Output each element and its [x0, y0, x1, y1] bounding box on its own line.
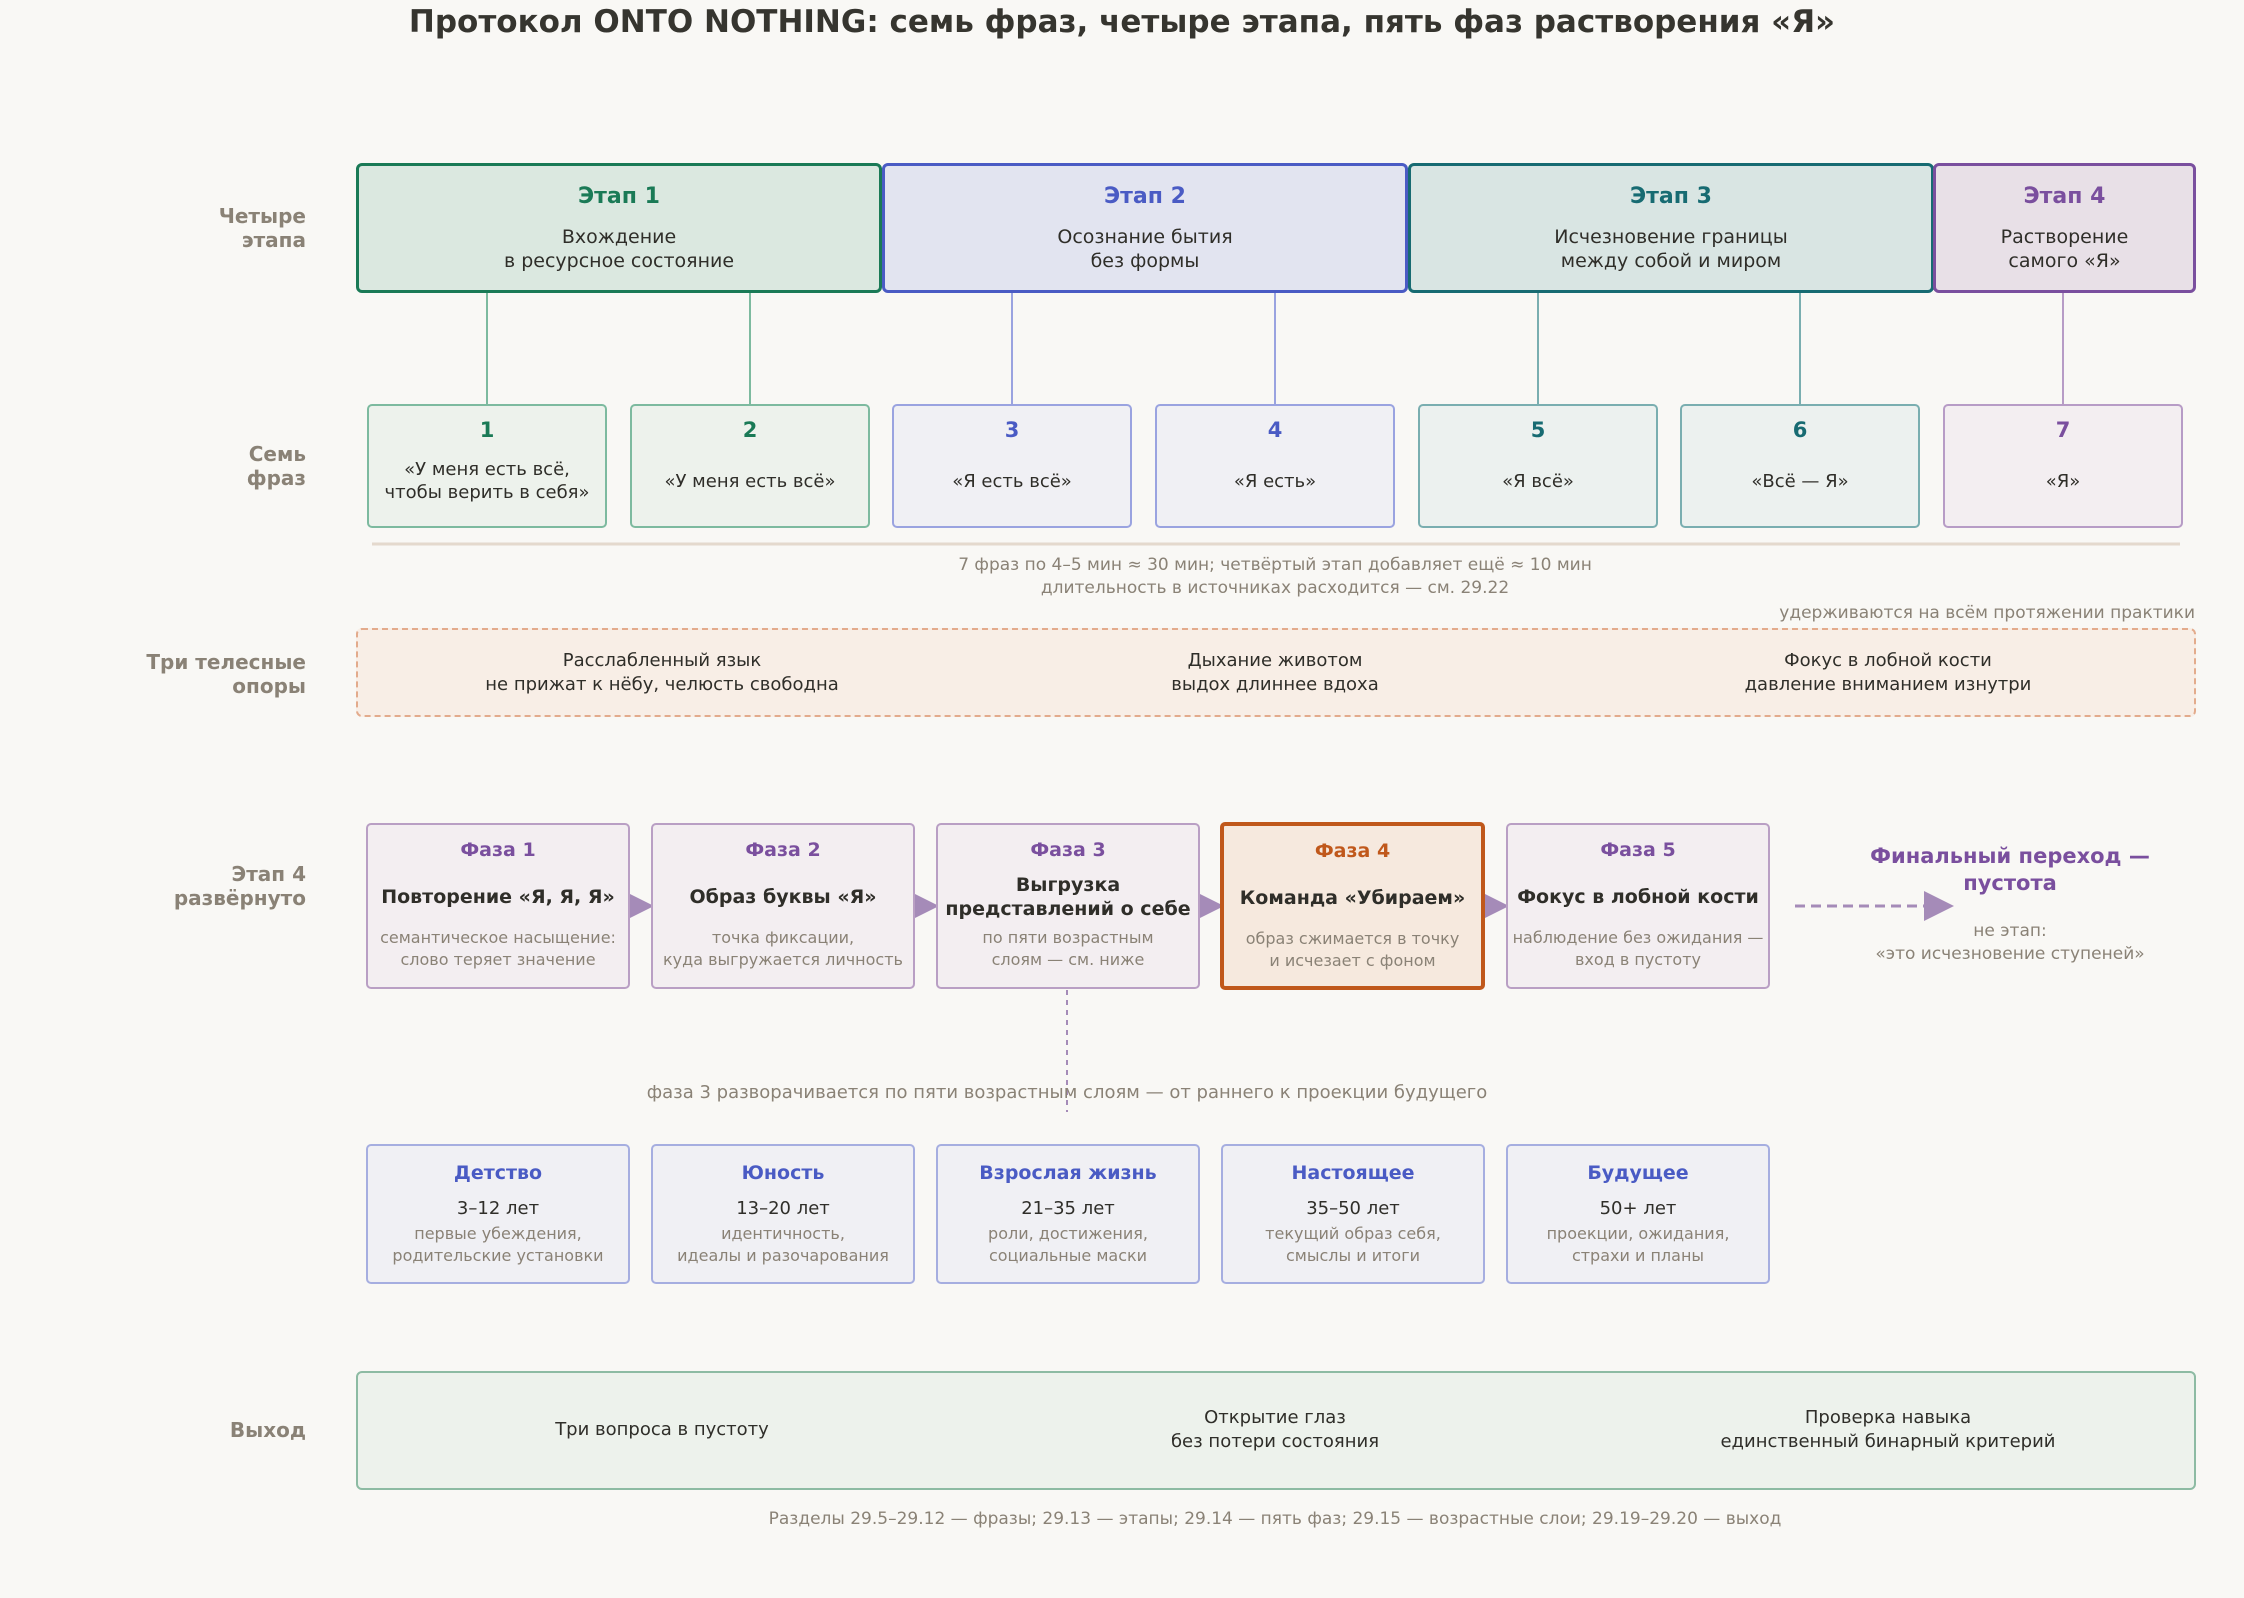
layer-desc: идентичность, идеалы и разочарования	[677, 1224, 889, 1265]
phase-name: Выгрузка представлений о себе	[945, 874, 1191, 920]
stage-desc: Вхождение в ресурсное состояние	[503, 226, 735, 272]
phrase-card-3: 3 «Я есть всё»	[892, 404, 1132, 528]
phase-title: Фаза 3	[1030, 839, 1106, 861]
layer-age: 3–12 лет	[456, 1198, 540, 1219]
row-label-stage4: Этап 4 развёрнуто	[173, 862, 306, 910]
stage-card-4: Этап 4 Растворение самого «Я»	[1933, 163, 2196, 293]
layer-age: 21–35 лет	[1021, 1198, 1115, 1219]
layer-age: 50+ лет	[1599, 1198, 1677, 1219]
phase-desc: точка фиксации, куда выгружается личност…	[663, 928, 903, 969]
exit-panel	[356, 1371, 2196, 1490]
phrase-text: «Я»	[2045, 470, 2081, 492]
phrase-number: 5	[1530, 418, 1546, 442]
phase-card-3: Фаза 3 Выгрузка представлений о себе по …	[936, 823, 1200, 989]
layer-title: Настоящее	[1291, 1162, 1415, 1184]
row-label-exit: Выход	[229, 1418, 306, 1442]
phrase-text: «Я всё»	[1502, 470, 1574, 492]
stage-title: Этап 3	[1630, 184, 1712, 209]
exit-step-questions: Три вопроса в пустоту	[555, 1419, 769, 1440]
layer-desc: проекции, ожидания, страхи и планы	[1546, 1224, 1730, 1265]
phase-card-5: Фаза 5 Фокус в лобной кости наблюдение б…	[1506, 823, 1770, 989]
phase-card-4: Фаза 4 Команда «Убираем» образ сжимается…	[1220, 822, 1485, 990]
phase-name: Фокус в лобной кости	[1517, 886, 1759, 908]
layer-title: Будущее	[1587, 1162, 1689, 1184]
row-label-stages: Четыре этапа	[218, 204, 306, 252]
phase-title: Фаза 1	[460, 839, 536, 861]
layer-title: Взрослая жизнь	[979, 1162, 1157, 1184]
phase-name: Команда «Убираем»	[1239, 887, 1466, 909]
layer-title: Детство	[453, 1162, 543, 1184]
phase-title: Фаза 5	[1600, 839, 1676, 861]
phrase-text: «У меня есть всё, чтобы верить в себя»	[384, 459, 590, 503]
phrase-card-6: 6 «Всё — Я»	[1680, 404, 1920, 528]
timing-note: 7 фраз по 4–5 мин ≈ 30 мин; четвёртый эт…	[958, 555, 1592, 598]
layer-title: Юность	[741, 1162, 825, 1184]
phrase-card-1: 1 «У меня есть всё, чтобы верить в себя»	[367, 404, 607, 528]
phase-desc: по пяти возрастным слоям — см. ниже	[982, 928, 1154, 969]
exit-step-check: Проверка навыка единственный бинарный кр…	[1720, 1407, 2056, 1452]
layer-age: 13–20 лет	[736, 1198, 830, 1219]
support-focus: Фокус в лобной кости давление вниманием …	[1744, 650, 2032, 695]
phrase-text: «Я есть всё»	[952, 470, 1072, 492]
stage-title: Этап 2	[1104, 184, 1186, 209]
phase-card-1: Фаза 1 Повторение «Я, Я, Я» семантическо…	[366, 823, 630, 989]
layer-desc: первые убеждения, родительские установки	[392, 1224, 604, 1265]
phrase-number: 1	[479, 418, 495, 442]
row-label-phrases: Семь фраз	[246, 442, 306, 490]
phase-name: Повторение «Я, Я, Я»	[381, 886, 615, 908]
layer-desc: роли, достижения, социальные маски	[988, 1224, 1148, 1265]
stage-desc: Осознание бытия без формы	[1057, 226, 1233, 272]
phrase-text: «Я есть»	[1233, 470, 1317, 492]
phase-card-2: Фаза 2 Образ буквы «Я» точка фиксации, к…	[651, 823, 915, 989]
footer-note: Разделы 29.5–29.12 — фразы; 29.13 — этап…	[768, 1509, 1782, 1529]
phase-title: Фаза 2	[745, 839, 821, 861]
layers-note: фаза 3 разворачивается по пяти возрастны…	[646, 1082, 1488, 1103]
support-tongue: Расслабленный язык не прижат к нёбу, чел…	[485, 650, 839, 695]
stage-card-2: Этап 2 Осознание бытия без формы	[882, 163, 1408, 293]
final-transition-title: Финальный переход — пустота	[1870, 844, 2150, 895]
phase-desc: семантическое насыщение: слово теряет зн…	[380, 928, 616, 969]
layer-age: 35–50 лет	[1306, 1198, 1400, 1219]
stage-desc: Исчезновение границы между собой и миром	[1554, 226, 1788, 272]
layer-card-present: Настоящее 35–50 лет текущий образ себя, …	[1221, 1144, 1485, 1284]
phase-name: Образ буквы «Я»	[689, 886, 877, 908]
layer-card-childhood: Детство 3–12 лет первые убеждения, родит…	[366, 1144, 630, 1284]
stage-title: Этап 4	[2023, 184, 2106, 209]
stage-title: Этап 1	[578, 184, 660, 209]
phrase-number: 4	[1267, 418, 1283, 442]
layer-card-adulthood: Взрослая жизнь 21–35 лет роли, достижени…	[936, 1144, 1200, 1284]
phrase-text: «Всё — Я»	[1751, 470, 1849, 492]
layer-card-youth: Юность 13–20 лет идентичность, идеалы и …	[651, 1144, 915, 1284]
stage-card-3: Этап 3 Исчезновение границы между собой …	[1408, 163, 1934, 293]
phrase-number: 3	[1004, 418, 1020, 442]
page-title: Протокол ONTO NOTHING: семь фраз, четыре…	[408, 4, 1836, 40]
phrase-text: «У меня есть всё»	[664, 470, 836, 492]
support-breath: Дыхание животом выдох длиннее вдоха	[1171, 650, 1379, 695]
phrase-card-7: 7 «Я»	[1943, 404, 2183, 528]
phrase-number: 2	[742, 418, 758, 442]
stage-card-1: Этап 1 Вхождение в ресурсное состояние	[356, 163, 882, 293]
phrase-card-4: 4 «Я есть»	[1155, 404, 1395, 528]
layer-card-future: Будущее 50+ лет проекции, ожидания, стра…	[1506, 1144, 1770, 1284]
phrase-number: 7	[2055, 418, 2071, 442]
phase-desc: наблюдение без ожидания — вход в пустоту	[1512, 928, 1764, 969]
layer-desc: текущий образ себя, смыслы и итоги	[1265, 1224, 1441, 1265]
phase-title: Фаза 4	[1314, 840, 1391, 862]
exit-step-open-eyes: Открытие глаз без потери состояния	[1170, 1407, 1380, 1452]
supports-note: удерживаются на всём протяжении практики	[1779, 603, 2195, 623]
phrase-card-5: 5 «Я всё»	[1418, 404, 1658, 528]
stage-desc: Растворение самого «Я»	[2000, 226, 2129, 272]
final-transition-desc: не этап: «это исчезновение ступеней»	[1875, 921, 2145, 964]
phrase-card-2: 2 «У меня есть всё»	[630, 404, 870, 528]
phase-desc: образ сжимается в точку и исчезает с фон…	[1245, 929, 1460, 970]
supports-panel	[356, 628, 2196, 717]
phrase-number: 6	[1792, 418, 1808, 442]
row-label-supports: Три телесные опоры	[146, 650, 306, 698]
